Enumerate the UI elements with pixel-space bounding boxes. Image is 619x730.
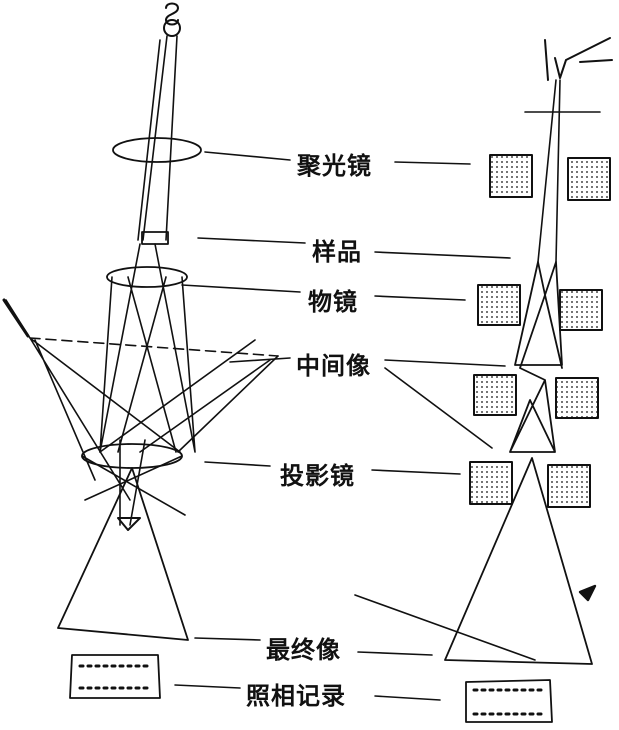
left-film-holder xyxy=(69,654,161,699)
image-squares xyxy=(469,154,611,508)
label-intermediate-image: 中间像 xyxy=(296,352,371,380)
right-beam-upper xyxy=(537,79,561,263)
label-condenser: 聚光镜 xyxy=(297,152,372,180)
left-column xyxy=(2,2,279,699)
left-projection-cone xyxy=(57,467,189,641)
projector-image-right xyxy=(547,464,591,508)
photo-record-leader xyxy=(174,684,441,701)
label-final-image: 最终像 xyxy=(266,636,341,664)
leader-lines xyxy=(174,151,511,701)
right-diag-line xyxy=(354,594,536,661)
left-small-triangle xyxy=(117,517,141,531)
objective-image-left xyxy=(477,284,521,326)
right-arrow-pointer xyxy=(578,584,597,602)
left-rays-objective xyxy=(99,243,196,453)
objective-image-right xyxy=(559,289,603,331)
left-condenser-lens xyxy=(112,137,202,163)
intermediate-image-left xyxy=(473,374,517,416)
right-projection-cone xyxy=(444,457,593,665)
specimen-leader xyxy=(197,237,511,259)
right-column xyxy=(354,37,613,723)
label-projector: 投影镜 xyxy=(280,462,355,490)
left-beam-outer xyxy=(137,39,161,241)
condenser-image-right xyxy=(567,157,611,201)
left-intermediate-plane xyxy=(29,337,279,357)
right-film-holder xyxy=(465,679,553,723)
projector-leader xyxy=(204,461,461,475)
right-electron-source xyxy=(544,37,613,81)
left-projector-rays xyxy=(81,439,186,526)
label-specimen: 样品 xyxy=(312,238,362,266)
intermediate-image-right xyxy=(555,377,599,419)
final-image-leader xyxy=(194,637,433,656)
label-photo-record: 照相记录 xyxy=(246,682,346,710)
intermediate-leader-left xyxy=(229,357,506,367)
left-objective-lens xyxy=(106,266,188,288)
intermediate-leader-right xyxy=(384,367,493,449)
label-objective: 物镜 xyxy=(308,288,358,316)
condenser-image-left xyxy=(489,154,533,198)
left-electron-source xyxy=(163,2,181,37)
left-wide-rays xyxy=(5,299,279,501)
left-pointer-stub xyxy=(2,298,30,338)
left-specimen xyxy=(141,231,169,245)
condenser-leader xyxy=(204,151,471,165)
objective-leader xyxy=(181,284,466,301)
projector-image-left xyxy=(469,461,513,505)
